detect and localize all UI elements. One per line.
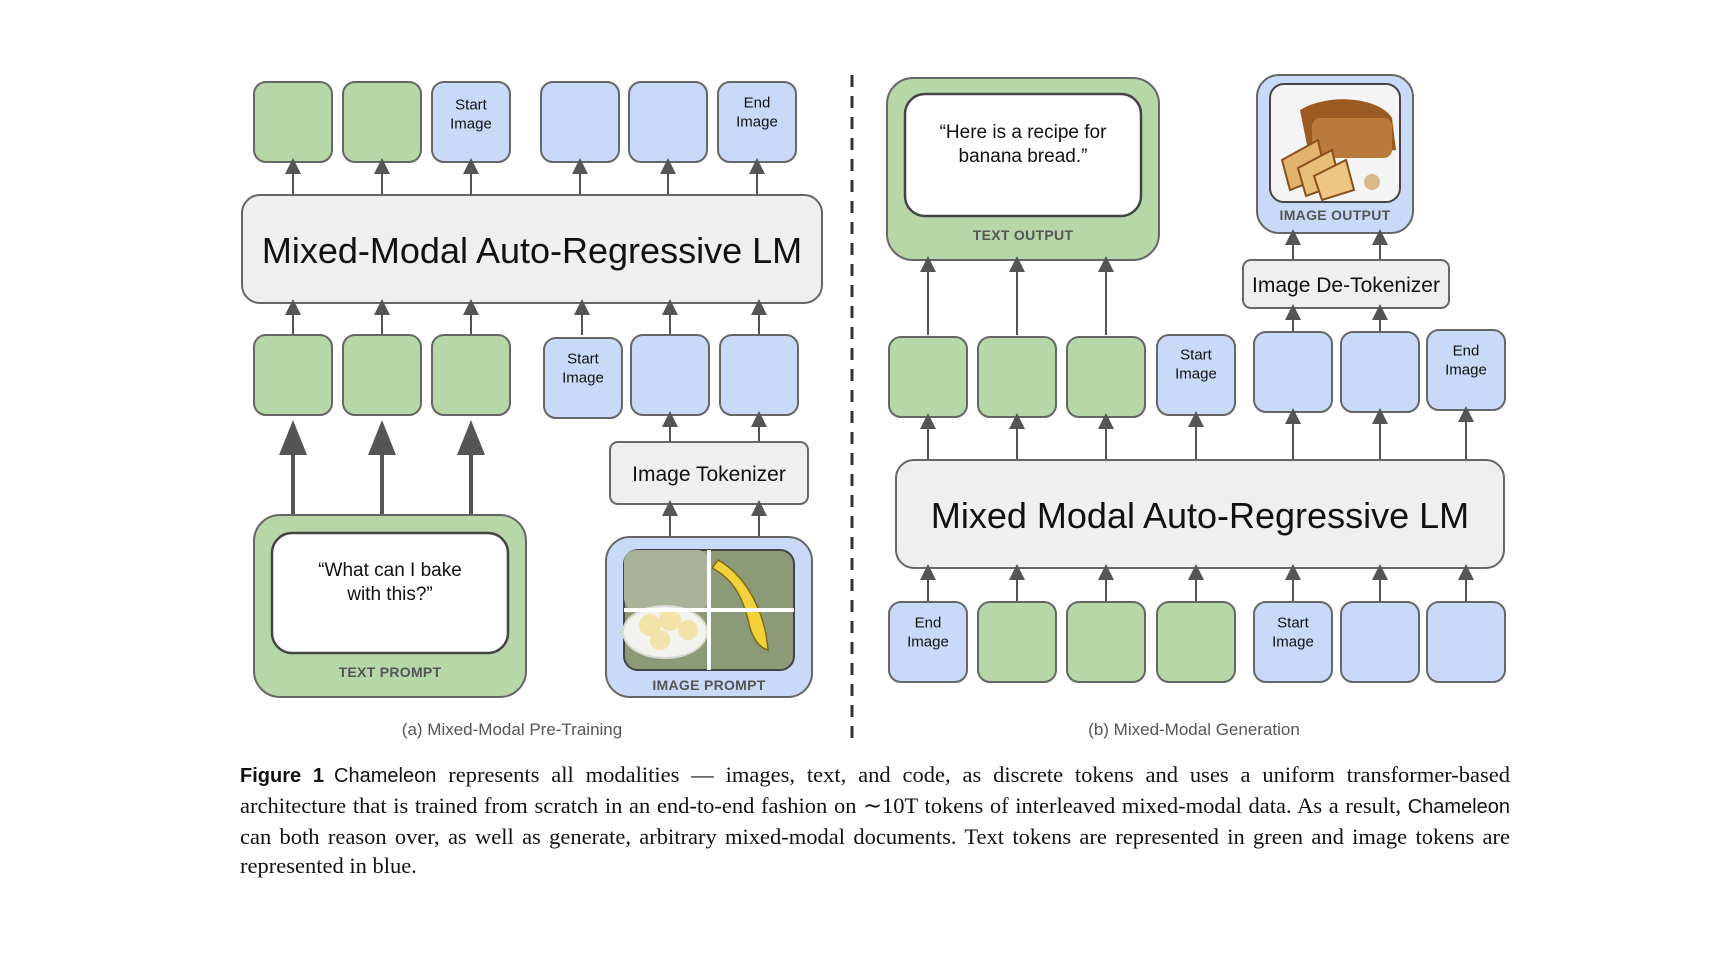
output-image-token xyxy=(540,81,620,163)
context-end-image-token xyxy=(888,601,968,683)
text-output-bubble xyxy=(903,92,1143,218)
lm-label: Mixed Modal Auto-Regressive LM xyxy=(931,495,1469,536)
context-text-token xyxy=(1066,601,1146,683)
figure-caption: Figure 1 Chameleon represents all modalit… xyxy=(240,760,1510,880)
caption-text: can both reason over, as well as generat… xyxy=(240,824,1510,878)
generated-text-token xyxy=(888,336,968,418)
input-text-token xyxy=(253,334,333,416)
image-prompt-caption: IMAGE PROMPT xyxy=(652,677,765,693)
input-start-image-token xyxy=(543,337,623,419)
input-image-token xyxy=(630,334,710,416)
generated-text-token xyxy=(977,336,1057,418)
figure-label: Figure 1 xyxy=(240,765,325,787)
left-subcaption: (a) Mixed-Modal Pre-Training xyxy=(402,720,622,739)
generated-text-token xyxy=(1066,336,1146,418)
image-tokenizer-box xyxy=(609,441,809,505)
right-subcaption: (b) Mixed-Modal Generation xyxy=(1088,720,1300,739)
input-image-token xyxy=(719,334,799,416)
output-text-token xyxy=(342,81,422,163)
banana-bread-photo xyxy=(1269,83,1401,203)
lm-label: Mixed-Modal Auto-Regressive LM xyxy=(262,230,802,271)
output-image-token xyxy=(628,81,708,163)
context-start-image-token xyxy=(1253,601,1333,683)
context-text-token xyxy=(1156,601,1236,683)
context-image-token xyxy=(1426,601,1506,683)
generated-image-token xyxy=(1253,331,1333,413)
image-tokenizer-label: Image Tokenizer xyxy=(632,463,786,486)
context-text-token xyxy=(977,601,1057,683)
model-name: Chameleon xyxy=(334,765,437,787)
input-text-token xyxy=(431,334,511,416)
model-name: Chameleon xyxy=(1407,796,1510,818)
caption-text: represents all modalities — images, text… xyxy=(240,762,1510,818)
image-detokenizer-label: Image De-Tokenizer xyxy=(1252,274,1440,297)
image-output-caption: IMAGE OUTPUT xyxy=(1280,207,1391,223)
text-prompt-bubble xyxy=(270,531,510,655)
output-text-token xyxy=(253,81,333,163)
mixed-modal-lm-box xyxy=(241,194,823,304)
context-image-token xyxy=(1340,601,1420,683)
generated-image-token xyxy=(1340,331,1420,413)
image-detokenizer-box xyxy=(1242,259,1450,309)
text-prompt-caption: TEXT PROMPT xyxy=(339,664,442,680)
banana-photo xyxy=(622,549,795,671)
text-output-caption: TEXT OUTPUT xyxy=(973,227,1074,243)
input-text-token xyxy=(342,334,422,416)
